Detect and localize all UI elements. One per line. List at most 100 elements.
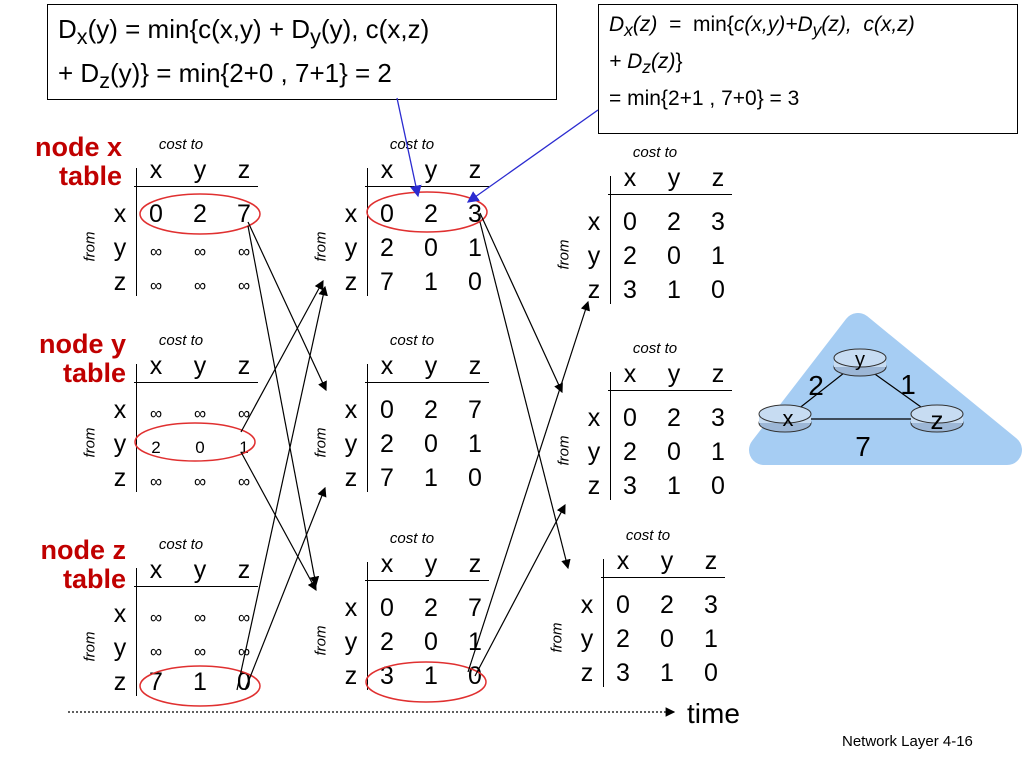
cost-cell-z-z: 0 (704, 659, 718, 687)
network-topology: y x z 2 1 7 (749, 313, 1022, 465)
row-label-x: x (587, 208, 601, 236)
formula-dxz-line3: = min{2+1 , 7+0} = 3 (609, 87, 800, 111)
router-y-icon: y (833, 348, 887, 377)
column-header-z: z (237, 156, 251, 184)
row-label-z: z (587, 472, 601, 500)
cost-cell-y-x: 2 (380, 628, 394, 656)
column-header-y: y (424, 156, 438, 184)
cost-cell-y-y: 0 (660, 625, 674, 653)
cost-cell-y-z: 1 (704, 625, 718, 653)
node-y-label: node y table (0, 330, 126, 388)
cost-cell-z-y: 1 (667, 276, 681, 304)
cost-cell-z-x: 7 (380, 464, 394, 492)
row-label-z: z (113, 464, 127, 492)
table-header-rule (608, 194, 732, 195)
node-z-label-line2: table (62, 564, 126, 594)
cost-cell-y-y: 0 (195, 438, 205, 457)
node-x-label: node x table (0, 133, 122, 191)
arrow-z-to-x (236, 285, 328, 691)
arrow-x2-to-z (479, 221, 571, 570)
column-header-y: y (667, 360, 681, 388)
node-z-label: node z table (0, 536, 127, 594)
table-row-rule (367, 364, 368, 492)
cost-to-label: cost to (158, 536, 204, 553)
cost-cell-x-z: ∞ (237, 608, 251, 627)
cost-cell-y-z: 1 (468, 430, 482, 458)
cost-cell-z-x: ∞ (149, 276, 163, 295)
time-label: time (687, 698, 740, 729)
link-xz-cost: 7 (855, 431, 871, 462)
link-xy-cost: 2 (808, 370, 824, 401)
node-x-label-line2: table (58, 161, 122, 191)
cost-cell-z-x: 3 (623, 276, 637, 304)
table-row-rule (136, 168, 137, 296)
table-row-rule (136, 568, 137, 696)
row-label-y: y (344, 628, 358, 656)
node-y-label-line2: table (62, 358, 126, 388)
column-header-x: x (380, 156, 394, 184)
router-z-label: z (931, 405, 944, 435)
arrow-y-to-z (240, 451, 317, 592)
row-label-z: z (344, 662, 358, 690)
arrow-z2-to-y (474, 503, 566, 677)
cost-cell-x-x: 0 (616, 591, 630, 619)
cost-cell-z-y: 1 (424, 464, 438, 492)
cost-cell-x-y: 2 (660, 591, 674, 619)
cost-cell-z-y: 1 (424, 662, 438, 690)
cost-to-label: cost to (389, 530, 435, 547)
row-label-z: z (113, 268, 127, 296)
cost-to-label: cost to (632, 340, 678, 357)
node-x-label-line1: node x (34, 132, 122, 162)
cost-cell-z-z: ∞ (237, 276, 251, 295)
cost-cell-z-x: 7 (380, 268, 394, 296)
column-header-z: z (468, 156, 482, 184)
table-header-rule (134, 586, 258, 587)
router-x-icon: x (758, 404, 812, 433)
cost-cell-x-z: 7 (468, 594, 482, 622)
cost-cell-y-x: 2 (151, 438, 161, 457)
cost-cell-y-x: 2 (623, 242, 637, 270)
cost-cell-x-x: 0 (380, 396, 394, 424)
row-label-z: z (344, 464, 358, 492)
cost-cell-x-y: ∞ (193, 404, 207, 423)
table-row-rule (136, 364, 137, 492)
cost-cell-y-x: ∞ (149, 642, 163, 661)
row-label-x: x (113, 600, 127, 628)
cost-to-label: cost to (158, 136, 204, 153)
cost-cell-x-z: 3 (711, 208, 725, 236)
row-label-x: x (344, 396, 358, 424)
cost-cell-y-z: 1 (711, 242, 725, 270)
cost-cell-z-y: ∞ (193, 276, 207, 295)
cost-cell-y-z: 1 (468, 234, 482, 262)
router-y-label: y (855, 349, 865, 371)
cost-cell-z-z: ∞ (237, 472, 251, 491)
table-header-rule (608, 390, 732, 391)
cost-cell-x-y: 2 (424, 594, 438, 622)
row-label-y: y (113, 234, 127, 262)
arrow-y-to-x (240, 279, 324, 433)
column-header-y: y (424, 352, 438, 380)
cost-cell-x-y: 2 (424, 200, 438, 228)
formula-dxz-line1: Dx(z) = min{c(x,y)+Dy(z), c(x,z) (609, 13, 915, 41)
node-y-label-line1: node y (38, 329, 126, 359)
column-header-z: z (711, 360, 725, 388)
table-row-rule (610, 372, 611, 500)
cost-cell-z-y: 1 (193, 668, 207, 696)
column-header-y: y (193, 156, 207, 184)
cost-cell-y-y: 0 (424, 430, 438, 458)
cost-cell-z-y: 1 (667, 472, 681, 500)
row-label-z: z (587, 276, 601, 304)
table-header-rule (365, 186, 489, 187)
cost-cell-z-z: 0 (468, 464, 482, 492)
column-header-x: x (149, 556, 163, 584)
cost-to-label: cost to (389, 136, 435, 153)
cost-cell-y-y: ∞ (193, 642, 207, 661)
pointer-dxz (466, 109, 599, 203)
table-header-rule (365, 580, 489, 581)
column-header-x: x (149, 352, 163, 380)
row-label-x: x (580, 591, 594, 619)
row-label-z: z (113, 668, 127, 696)
highlight-y-row (134, 422, 256, 462)
column-header-y: y (660, 547, 674, 575)
